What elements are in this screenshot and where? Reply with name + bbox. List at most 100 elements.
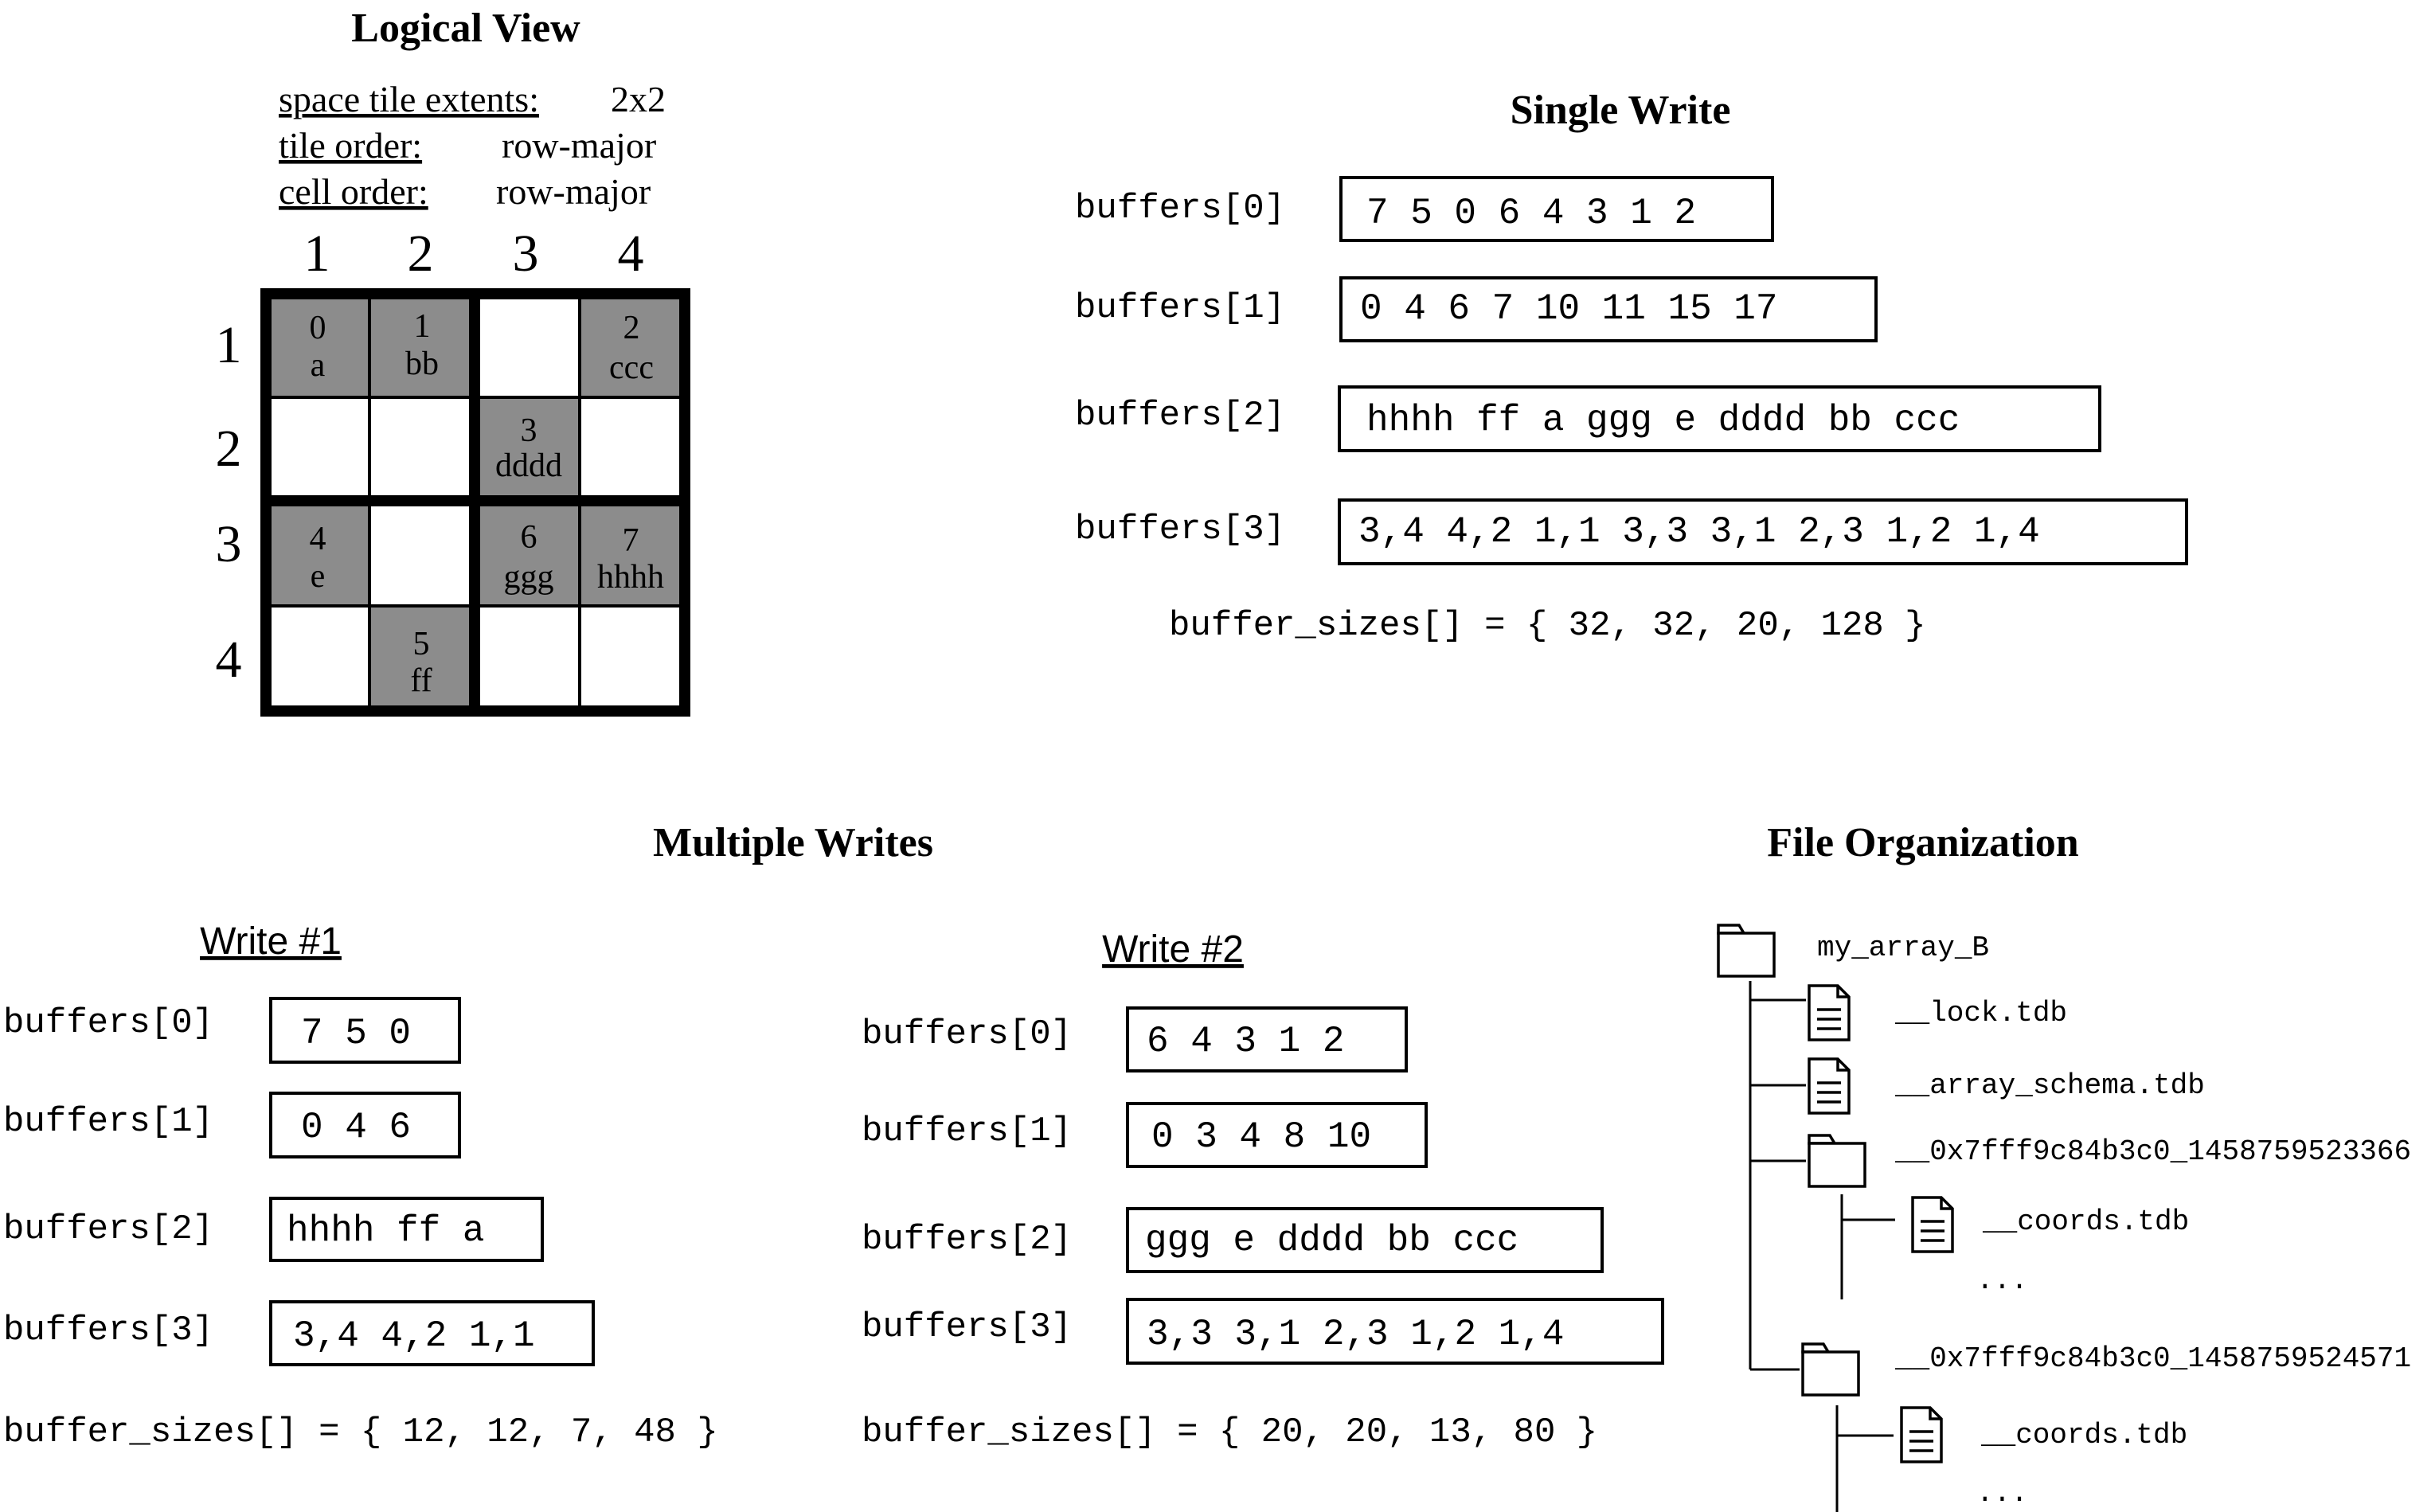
prop-value-tile-extents: 2x2: [611, 79, 666, 119]
buffer-label: buffers[2]: [862, 1220, 1072, 1260]
col-header-1: 1: [304, 225, 330, 283]
buffer-box: [269, 997, 461, 1064]
write-1: Write #1 buffers[0] 7 5 0 buffers[1] 0 4…: [3, 920, 718, 1452]
write-2-title: Write #2: [1102, 928, 1244, 971]
grid-cell-r3c4: [578, 499, 686, 608]
cell-index: 7: [623, 522, 639, 559]
buffer-label: buffers[3]: [3, 1311, 213, 1350]
cell-value: ccc: [609, 350, 654, 386]
buffer-sizes: buffer_sizes[] = { 12, 12, 7, 48 }: [3, 1412, 718, 1452]
tile-borders: [260, 288, 690, 717]
cell-value: a: [311, 347, 326, 384]
schema-file-name: __array_schema.tdb: [1894, 1069, 2205, 1102]
file-organization-section: File Organization my_array_B __l: [1717, 820, 2411, 1512]
grid-cell-r1c2: [368, 292, 476, 399]
coords-file-name: __coords.tdb: [1980, 1419, 2187, 1451]
file-organization-title: File Organization: [1767, 820, 2078, 865]
col-header-2: 2: [408, 225, 434, 283]
buffer-label: buffers[0]: [862, 1014, 1072, 1054]
cell-value: e: [311, 558, 326, 595]
buffer-content: hhhh ff a: [287, 1210, 484, 1252]
buffer-label: buffers[2]: [3, 1209, 213, 1249]
buffer-content: 6 4 3 1 2: [1147, 1021, 1344, 1062]
coords-file-name: __coords.tdb: [1982, 1205, 2189, 1238]
folder-icon: [1808, 1134, 1866, 1188]
cell-index: 4: [310, 521, 326, 557]
file-icon: [1808, 1057, 1851, 1115]
row-header-4: 4: [216, 631, 242, 689]
lock-file-name: __lock.tdb: [1894, 997, 2067, 1029]
cell-value: bb: [405, 346, 439, 382]
folder-icon: [1717, 924, 1776, 978]
buffer-label: buffers[0]: [1075, 189, 1285, 229]
buffer-label: buffers[3]: [1075, 510, 1285, 549]
grid-cell-r1c3: [473, 292, 581, 399]
grid-cell-r4c2: [368, 604, 476, 713]
file-icon: [1900, 1406, 1943, 1463]
buffer-label: buffers[2]: [1075, 396, 1285, 436]
buffer-content: 3,3 3,1 2,3 1,2 1,4: [1147, 1314, 1565, 1355]
prop-value-tile-order: row-major: [502, 125, 656, 166]
logical-view-title: Logical View: [351, 6, 580, 51]
row-header-3: 3: [216, 515, 242, 573]
row-header-1: 1: [216, 316, 242, 374]
buffer-box: [1126, 1102, 1428, 1168]
folder-icon: [1801, 1342, 1860, 1397]
cell-index: 6: [521, 519, 537, 556]
cell-value: ggg: [504, 559, 554, 596]
buffer-sizes: buffer_sizes[] = { 32, 32, 20, 128 }: [1169, 606, 1926, 646]
buffer-content: hhhh ff a ggg e dddd bb ccc: [1366, 400, 1960, 441]
buffer-content: ggg e dddd bb ccc: [1145, 1220, 1518, 1261]
write-2: Write #2 buffers[0] 6 4 3 1 2 buffers[1]…: [862, 928, 1664, 1452]
cell-index: 3: [521, 412, 537, 449]
buffer-box: [269, 1300, 595, 1366]
prop-label-cell-order: cell order:: [279, 171, 428, 212]
buffer-label: buffers[1]: [3, 1102, 213, 1142]
grid-cell-r2c4: [578, 396, 686, 502]
root-folder-name: my_array_B: [1817, 932, 1989, 964]
multiple-writes-section: Multiple Writes Write #1 buffers[0] 7 5 …: [3, 820, 1664, 1452]
buffer-box: [1126, 1006, 1408, 1072]
file-icon: [1911, 1196, 1954, 1253]
buffer-content: 7 5 0 6 4 3 1 2: [1366, 193, 1696, 234]
logical-view-section: Logical View space tile extents: 2x2 til…: [216, 6, 690, 717]
more-files-ellipsis: ...: [1976, 1477, 2028, 1510]
fragment-folder-name: __0x7fff9c84b3c0_1458759523366: [1894, 1135, 2411, 1168]
buffer-content: 3,4 4,2 1,1: [293, 1315, 535, 1357]
multiple-writes-title: Multiple Writes: [653, 820, 933, 865]
buffer-box: [1339, 176, 1774, 242]
buffer-box: [1126, 1298, 1664, 1365]
more-files-ellipsis: ...: [1976, 1264, 2028, 1297]
cell-value: ff: [410, 662, 432, 699]
tree-lines: [1749, 981, 1895, 1512]
buffer-box: [1126, 1207, 1604, 1273]
prop-value-cell-order: row-major: [496, 171, 651, 212]
cell-value: dddd: [495, 447, 562, 484]
buffer-label: buffers[0]: [3, 1003, 213, 1043]
grid-cell-r2c1: [264, 396, 371, 502]
buffer-content: 0 3 4 8 10: [1151, 1116, 1371, 1158]
cell-labels: 0 a 1 bb 2 ccc 3 dddd 4 e 6 ggg 7 hhhh 5…: [310, 308, 665, 699]
buffer-content: 7 5 0: [301, 1013, 411, 1054]
grid-cell-r4c4: [578, 604, 686, 713]
buffer-box: [1338, 385, 2101, 452]
buffer-box: [269, 1197, 544, 1262]
grid-cell-r4c1: [264, 604, 371, 713]
col-header-3: 3: [513, 225, 539, 283]
buffer-content: 0 4 6 7 10 11 15 17: [1360, 288, 1778, 330]
single-write-title: Single Write: [1511, 88, 1731, 133]
buffer-content: 0 4 6: [301, 1107, 411, 1148]
buffer-content: 3,4 4,2 1,1 3,3 3,1 2,3 1,2 1,4: [1358, 511, 2040, 553]
prop-label-tile-order: tile order:: [279, 125, 422, 166]
row-header-2: 2: [216, 420, 242, 478]
cell-index: 0: [310, 310, 326, 346]
buffer-box: [1338, 498, 2188, 565]
cell-index: 1: [414, 308, 431, 345]
col-header-4: 4: [618, 225, 644, 283]
grid-cell-r3c2: [368, 499, 476, 608]
buffer-box: [1339, 276, 1878, 342]
grid-cell-r4c3: [473, 604, 581, 713]
grid-cell-r2c2: [368, 396, 476, 502]
single-write-section: Single Write buffers[0] 7 5 0 6 4 3 1 2 …: [1075, 88, 2188, 646]
